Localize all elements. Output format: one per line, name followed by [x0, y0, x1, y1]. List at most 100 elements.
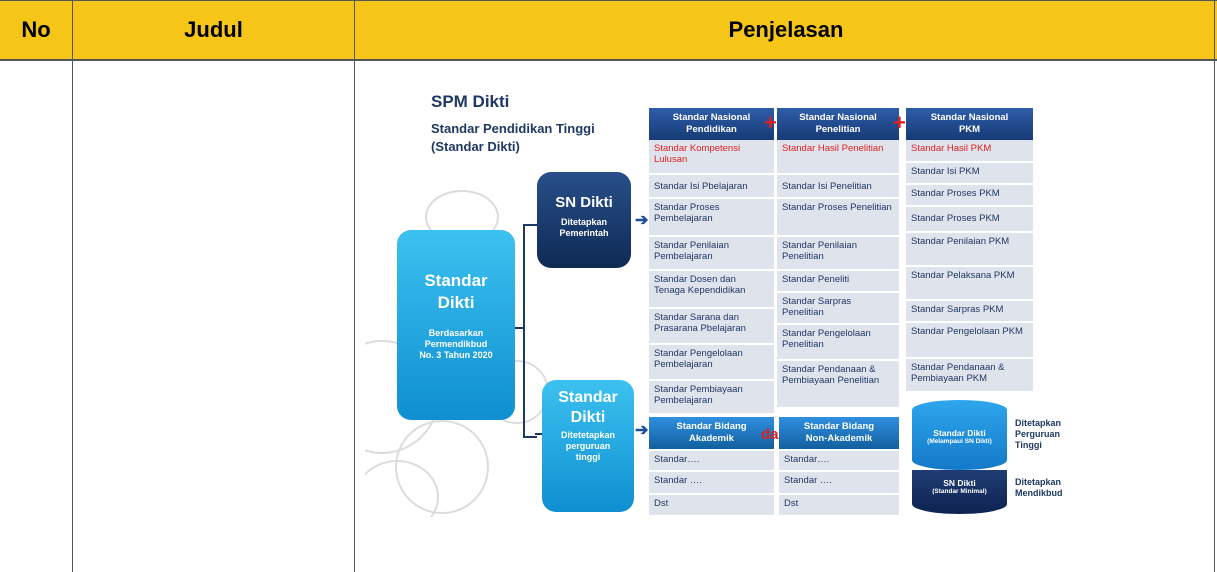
list-item: Standar Pendanaan & Pembiayaan PKM — [906, 359, 1033, 393]
title-line: Dikti — [570, 409, 606, 426]
list-item: Dst — [779, 495, 899, 517]
cylinder-bottom: SN Dikti (Standar Minimal) — [912, 470, 1007, 514]
list-item: Standar…. — [779, 451, 899, 472]
column-pkm: Standar Hasil PKM Standar Isi PKM Standa… — [906, 140, 1033, 393]
standar-dikti-pt-note: Ditetetapkan perguruan tinggi — [542, 430, 634, 463]
connector-line — [515, 327, 525, 329]
column-divider — [72, 0, 73, 572]
list-item: Standar Isi Penelitian — [777, 175, 899, 199]
note-line: perguruan — [565, 441, 611, 451]
header-line: Pendidikan — [686, 124, 737, 135]
list-item: Standar Kompetensi Lulusan — [649, 140, 774, 175]
header-judul: Judul — [72, 0, 355, 61]
infographic-subtitle: Standar Pendidikan Tinggi (Standar Dikti… — [431, 120, 595, 156]
header-penjelasan: Penjelasan — [355, 0, 1217, 61]
list-item: Standar Proses PKM — [906, 185, 1033, 207]
column-header-bidang-akademik: Standar Bidang Akademik — [649, 417, 774, 449]
note-line: tinggi — [575, 452, 601, 462]
infographic-title: SPM Dikti — [431, 92, 510, 111]
list-item: Standar Proses Pembelajaran — [649, 199, 774, 237]
list-item: Standar Peneliti — [777, 271, 899, 293]
sn-dikti-box: SN Dikti Ditetapkan Pemerintah — [537, 172, 631, 268]
header-line: Standar Bidang — [676, 421, 747, 432]
list-item: Standar Pengelolaan Pembelajaran — [649, 345, 774, 381]
title-line: Standar — [424, 271, 488, 290]
column-bidang-akademik: Standar…. Standar …. Dst — [649, 451, 774, 517]
title-line: Dikti — [437, 293, 475, 312]
note-line: No. 3 Tahun 2020 — [419, 350, 493, 360]
header-judul-label: Judul — [184, 16, 243, 42]
list-item: Standar Penilaian Pembelajaran — [649, 237, 774, 271]
header-line: PKM — [958, 124, 981, 135]
cylinder-top-line: (Melampaui SN Dikti) — [927, 438, 992, 445]
side-line: Ditetapkan — [1015, 477, 1062, 487]
column-divider — [1214, 0, 1215, 572]
plus-icon: + — [764, 110, 777, 135]
header-line: Standar Bidang — [803, 421, 875, 432]
list-item: Standar Penilaian Penelitian — [777, 237, 899, 271]
connector-bracket — [523, 224, 537, 438]
standar-dikti-note: Berdasarkan Permendikbud No. 3 Tahun 202… — [397, 328, 515, 361]
column-header-bidang-non-akademik: Standar Bidang Non-Akademik — [779, 417, 899, 449]
subtitle-line: Standar Pendidikan Tinggi — [431, 121, 595, 136]
list-item: Standar Dosen dan Tenaga Kependidikan — [649, 271, 774, 309]
list-item: Standar Pelaksana PKM — [906, 267, 1033, 301]
list-item: Standar Pengelolaan PKM — [906, 323, 1033, 359]
list-item: Standar Sarpras Penelitian — [777, 293, 899, 325]
note-line: Ditetapkan — [560, 217, 607, 227]
list-item: Standar Proses Penelitian — [777, 199, 899, 237]
connector-line — [535, 433, 543, 435]
column-pendidikan: Standar Kompetensi Lulusan Standar Isi P… — [649, 140, 774, 415]
arrow-right-icon: ➔ — [635, 212, 649, 229]
cylinder-top: Standar Dikti (Melampaui SN Dikti) — [912, 400, 1007, 470]
column-header-pkm: Standar Nasional PKM — [906, 108, 1033, 140]
cylinder-top-line: Standar Dikti — [933, 428, 986, 438]
list-item: Standar Pembiayaan Pembelajaran — [649, 381, 774, 415]
list-item: Standar Isi PKM — [906, 163, 1033, 185]
cylinder-bottom-line: SN Dikti — [943, 478, 976, 488]
side-line: Mendikbud — [1015, 488, 1063, 498]
spm-dikti-infographic: SPM Dikti Standar Pendidikan Tinggi (Sta… — [365, 80, 1080, 517]
side-note-perguruan-tinggi: Ditetapkan Perguruan Tinggi — [1015, 418, 1061, 451]
column-bidang-non-akademik: Standar…. Standar …. Dst — [779, 451, 899, 517]
side-note-mendikbud: Ditetapkan Mendikbud — [1015, 477, 1063, 499]
list-item: Standar…. — [649, 451, 774, 472]
header-line: Standar Nasional — [799, 112, 877, 123]
plus-icon: + — [893, 110, 906, 135]
title-line: Standar — [558, 389, 618, 406]
column-penelitian: Standar Hasil Penelitian Standar Isi Pen… — [777, 140, 899, 409]
sn-dikti-title: SN Dikti — [555, 194, 613, 211]
side-line: Ditetapkan — [1015, 418, 1062, 428]
header-line: Penelitian — [815, 124, 861, 135]
top-border — [0, 0, 1217, 1]
header-no-label: No — [21, 16, 51, 42]
note-line: Permendikbud — [424, 339, 488, 349]
list-item: Standar Proses PKM — [906, 207, 1033, 233]
list-item: Standar Hasil Penelitian — [777, 140, 899, 175]
list-item: Standar …. — [649, 472, 774, 495]
header-no: No — [0, 0, 72, 61]
column-divider — [354, 0, 355, 572]
arrow-right-icon: ➔ — [635, 422, 649, 439]
note-line: Berdasarkan — [428, 328, 484, 338]
header-penjelasan-label: Penjelasan — [728, 16, 844, 42]
list-item: Standar …. — [779, 472, 899, 495]
header-line: Akademik — [689, 433, 734, 444]
side-line: Perguruan — [1015, 429, 1061, 439]
header-line: Non-Akademik — [805, 433, 873, 444]
background-swirl — [365, 460, 439, 517]
list-item: Standar Sarana dan Prasarana Pbelajaran — [649, 309, 774, 345]
list-item: Standar Pendanaan & Pembiayaan Penelitia… — [777, 361, 899, 409]
subtitle-line: (Standar Dikti) — [431, 139, 520, 154]
list-item: Standar Pengelolaan Penelitian — [777, 325, 899, 361]
cylinder-bottom-line: (Standar Minimal) — [932, 488, 987, 495]
list-item: Standar Penilaian PKM — [906, 233, 1033, 267]
list-item: Standar Hasil PKM — [906, 140, 1033, 163]
list-item: Standar Sarpras PKM — [906, 301, 1033, 323]
list-item: Standar Isi Pbelajaran — [649, 175, 774, 199]
